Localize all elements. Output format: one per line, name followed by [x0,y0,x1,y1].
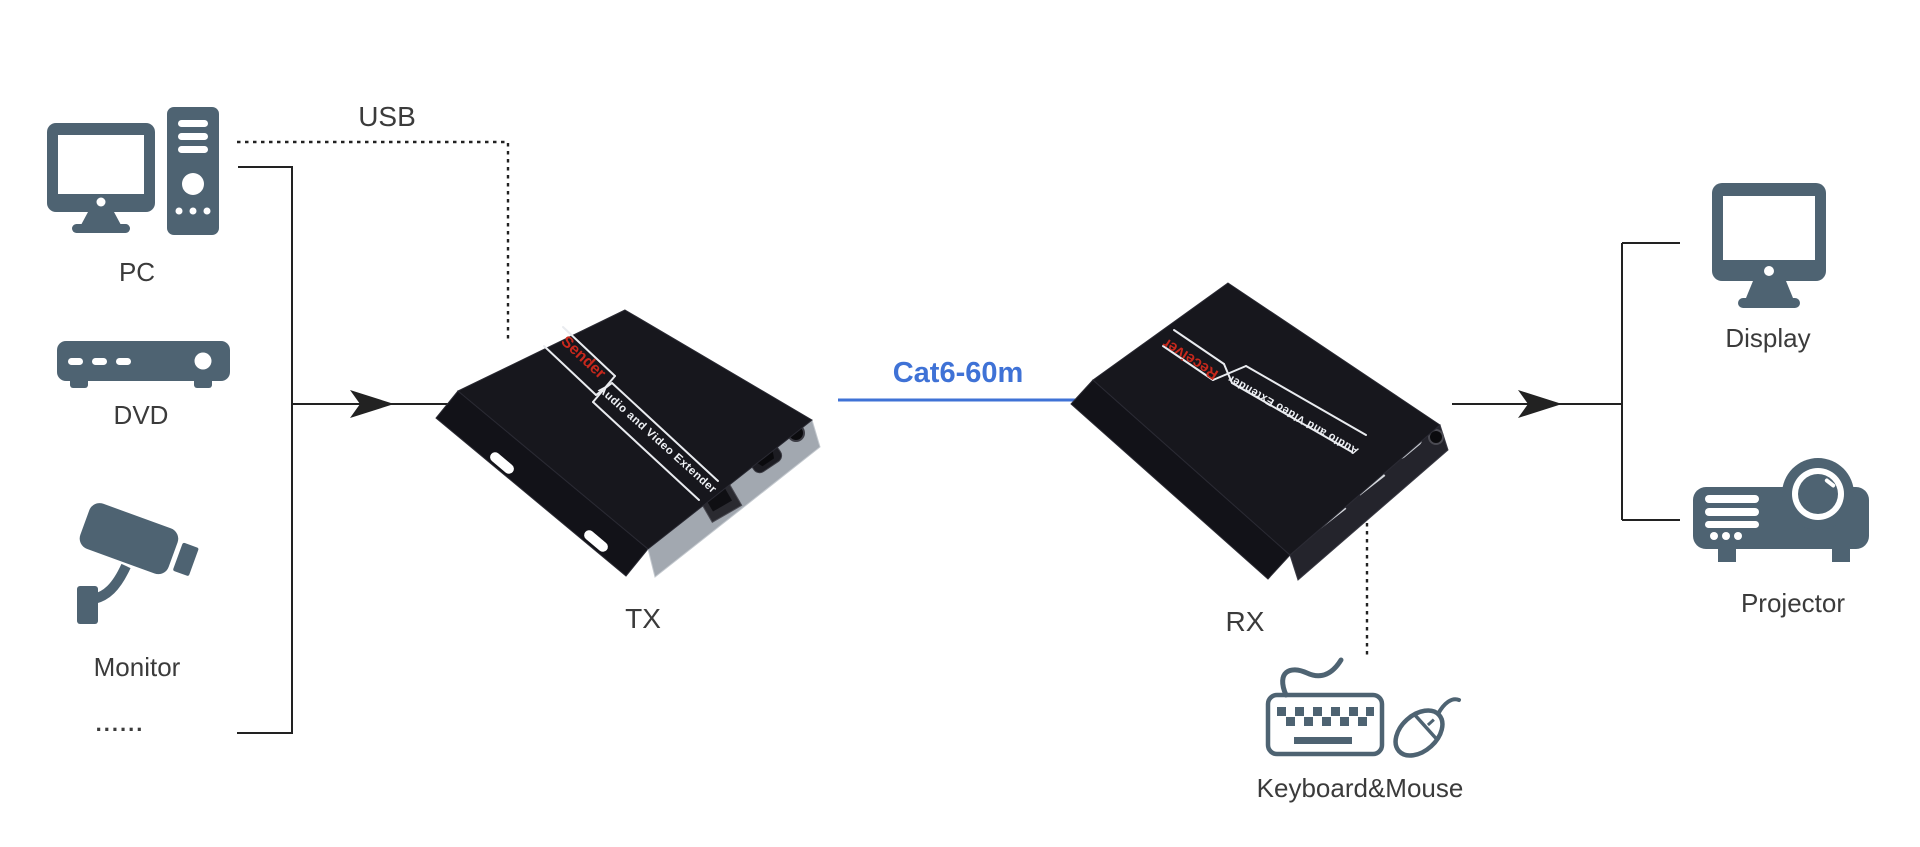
projector-label: Projector [1741,588,1845,618]
display-icon [1712,183,1826,308]
security-camera-icon [77,503,199,624]
projector-icon [1693,454,1869,562]
pc-label: PC [119,257,155,287]
rx-output-line [1452,242,1680,521]
pc-icon [47,107,219,235]
rx-dc-jack [1428,429,1444,445]
dvd-icon [57,341,230,388]
cat6-label: Cat6-60m [893,357,1024,389]
keyboard-mouse-label: Keyboard&Mouse [1257,773,1464,803]
tx-device: Sender Audio and Video Extender [435,309,821,578]
usb-label: USB [358,101,416,132]
tx-label: TX [625,603,661,634]
display-label: Display [1725,323,1810,353]
keyboard-icon [1265,657,1385,757]
monitor-label: Monitor [94,652,181,682]
mouse-icon [1393,697,1461,758]
tx-arrowhead [350,390,394,418]
rx-device: Receiver Audio and Video Extender [1070,282,1449,581]
rx-label: RX [1226,606,1265,637]
more-sources-ellipsis: ...... [96,711,145,736]
dvd-label: DVD [114,400,169,430]
usb-dotted-line [237,140,510,340]
output-arrowhead [1518,390,1562,418]
source-bus-line [237,166,293,734]
connection-lines [237,140,1680,734]
